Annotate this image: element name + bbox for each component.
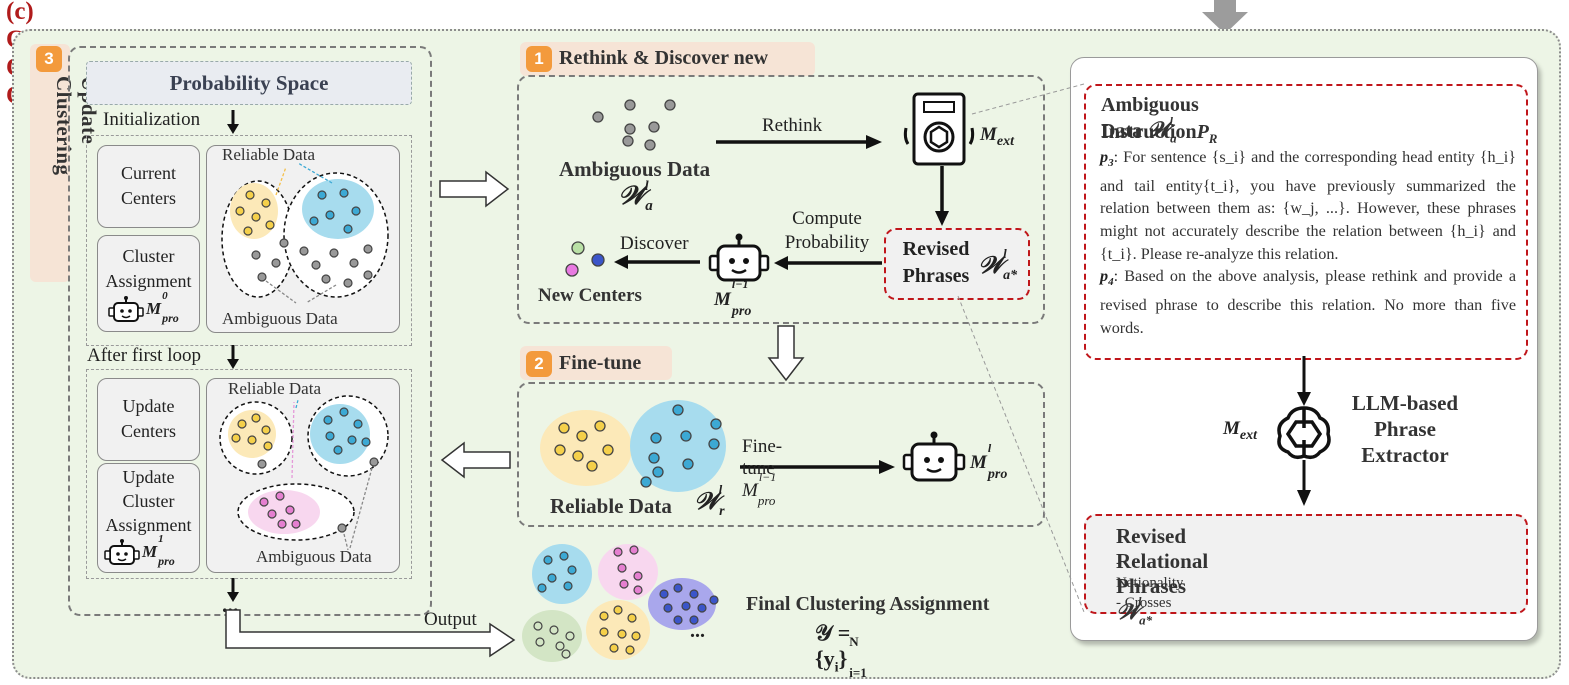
extractor-flow-arrows — [1297, 356, 1311, 506]
update-centers-label: Update Centers — [121, 396, 176, 441]
update-clustering-panel — [68, 46, 432, 616]
current-centers-label: Current Centers — [121, 163, 176, 208]
reliable-data-label-2: Reliable Data — [228, 379, 321, 398]
llm-extractor-icon — [903, 92, 975, 166]
discover-arrow — [614, 255, 700, 269]
loop-group — [86, 369, 412, 579]
reliable-data-clusters — [540, 400, 726, 492]
instruction-header: InstructionPR — [1101, 121, 1218, 146]
ambiguous-data-label-2: Ambiguous Data — [256, 547, 372, 566]
rethink-discover-label: Rethink & Discover new — [559, 47, 769, 69]
new-centers-dots — [565, 241, 605, 277]
revised-relational-box — [1084, 514, 1528, 614]
finetune-label: Fine-tune — [559, 352, 642, 374]
compute-probability-label: Compute Probability — [784, 208, 870, 253]
update-clustering-tab — [30, 44, 70, 282]
clusters-ellipsis: ... — [690, 620, 705, 642]
reliable-data-label-1: Reliable Data — [222, 145, 315, 164]
probability-space-label: Probability Space — [169, 71, 329, 95]
current-centers-card: Current Centers — [97, 145, 200, 228]
rethink-label: Rethink — [762, 115, 823, 136]
robot-icon — [708, 233, 770, 282]
finetune-panel — [517, 382, 1045, 527]
phrase-item: - Crosses river — [1116, 595, 1172, 608]
w-a-star-symbol: 𝒲a*l — [978, 246, 1018, 283]
incoming-arrow — [1202, 0, 1248, 34]
ambiguous-data-label: Ambiguous Data — [559, 157, 711, 181]
robot-icon — [902, 431, 966, 482]
update-centers-card: Update Centers — [97, 378, 200, 461]
init-arrow — [227, 110, 239, 134]
revised-phrases-label: Revised Phrases — [902, 238, 970, 287]
revised-phrases-box — [884, 228, 1030, 300]
m-ext-label: Mext — [980, 124, 1015, 149]
ambiguous-header: Ambiguous Data 𝒲al — [1101, 94, 1199, 146]
openai-icon — [1277, 406, 1331, 460]
badge-1: 1 — [526, 46, 552, 72]
prompt-p4: p4: Based on the above analysis, please … — [1100, 267, 1516, 337]
down-arrow — [227, 578, 239, 602]
m-ext-right-label: Mext — [1223, 418, 1258, 443]
robot-icon — [104, 539, 140, 565]
phrase-list: - Nationality - Crosses river - ... — [1116, 553, 1183, 608]
scatter-plot-1 — [221, 162, 389, 304]
rethink-panel — [517, 75, 1045, 324]
new-centers-label: New Centers — [538, 285, 642, 306]
prompt-box — [1084, 84, 1528, 360]
update-cluster-assignment-label: Update Cluster Assignment — [105, 467, 192, 535]
down-block-arrow — [767, 325, 805, 382]
down-arrow-ext — [935, 166, 949, 226]
probability-space-header: Probability Space — [86, 61, 412, 105]
left-arrow — [440, 441, 511, 479]
revised-relational-header: Revised Relational Phrases 𝒲a*l — [1116, 524, 1209, 628]
output-label: Output — [424, 609, 477, 630]
badge-2: 2 — [526, 351, 552, 377]
init-group — [86, 135, 412, 346]
discover-label: Discover — [620, 233, 689, 254]
ambiguous-data-label-1: Ambiguous Data — [222, 309, 338, 328]
rethink-arrow — [716, 135, 882, 149]
cluster-assignment-label: Cluster Assignment — [105, 246, 192, 291]
w-a-l-symbol: 𝒲al — [618, 179, 653, 215]
prompt-text: p3: For sentence {s_i} and the correspon… — [1100, 146, 1516, 339]
w-r-l-symbol: 𝒲rl — [694, 482, 725, 519]
initialization-label: Initialization — [103, 109, 201, 130]
prompt-p3: p3: For sentence {s_i} and the correspon… — [1100, 148, 1516, 263]
scatter-plot-2 — [219, 395, 389, 551]
reliable-data-label: Reliable Data — [550, 494, 672, 518]
llm-extractor-label: LLM-based Phrase Extractor — [1351, 391, 1459, 467]
update-clustering-label: Update Clustering — [52, 76, 101, 176]
finetune-arrow — [740, 460, 895, 474]
phrase-item: - Nationality — [1116, 555, 1184, 591]
ambiguous-dots — [592, 99, 676, 151]
loop-arrow — [227, 345, 239, 369]
final-assignment-label: Final Clustering Assignment — [746, 593, 990, 615]
robot-icon — [108, 296, 144, 322]
right-arrow — [439, 170, 510, 208]
output-arrow — [225, 609, 516, 658]
rethink-tab — [520, 42, 815, 76]
compute-arrow — [774, 256, 882, 270]
final-clusters — [522, 544, 719, 662]
after-first-loop-label: After first loop — [87, 345, 201, 366]
update-cluster-assignment-card: Update Cluster Assignment — [97, 463, 200, 573]
badge-3: 3 — [36, 46, 62, 72]
